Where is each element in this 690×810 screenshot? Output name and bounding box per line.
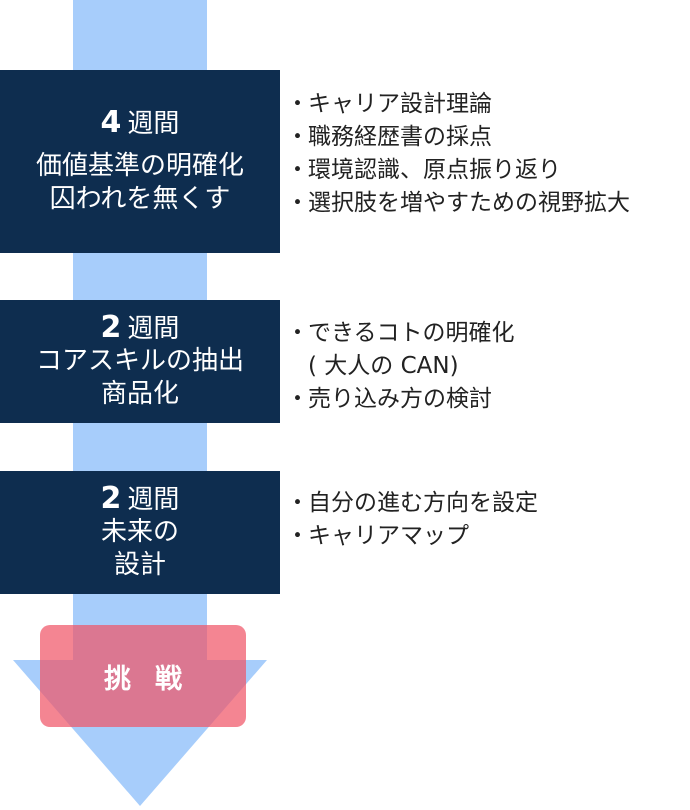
stage-3-duration-unit: 週間 (127, 485, 180, 515)
bullet-item: ・自分の進む方向を設定 (286, 490, 538, 516)
stage-1-box: 4 週間 価値基準の明確化 囚われを無くす (0, 70, 280, 253)
bullet-item: ・選択肢を増やすための視野拡大 (286, 190, 630, 216)
stage-1-title: 価値基準の明確化 囚われを無くす (35, 151, 244, 214)
stage-2-box: 2 週間 コアスキルの抽出 商品化 (0, 300, 280, 423)
stage-2-title: コアスキルの抽出 商品化 (35, 346, 244, 409)
stage-3-box: 2 週間 未来の 設計 (0, 471, 280, 594)
bullet-item: ・できるコトの明確化 (286, 320, 515, 346)
stage-1-duration-unit: 週間 (127, 109, 180, 139)
challenge-box: 挑戦 (40, 625, 246, 727)
stage-2-duration-unit: 週間 (127, 314, 180, 344)
stage-3-bullet-list: ・自分の進む方向を設定 ・キャリアマップ (286, 487, 690, 553)
bullet-item: ・売り込み方の検討 (286, 386, 492, 412)
bullet-item: ・キャリアマップ (286, 523, 469, 549)
bullet-item: ・環境認識、原点振り返り (286, 157, 561, 183)
stage-2-duration-number: 2 (100, 310, 122, 345)
stage-1-bullet-list: ・キャリア設計理論 ・職務経歴書の採点 ・環境認識、原点振り返り ・選択肢を増や… (286, 88, 690, 220)
stage-3-duration: 2 週間 (101, 483, 180, 516)
stage-3-duration-number: 2 (100, 481, 122, 516)
bullet-item-continuation: ( 大人の CAN) (308, 353, 459, 379)
stage-1-duration: 4 週間 (101, 107, 180, 140)
stage-2-duration: 2 週間 (101, 312, 180, 345)
bullet-item: ・キャリア設計理論 (286, 91, 492, 117)
stage-3-title: 未来の 設計 (100, 517, 179, 580)
stage-1-duration-number: 4 (100, 105, 122, 140)
bullet-item: ・職務経歴書の採点 (286, 124, 492, 150)
stage-2-bullet-list: ・できるコトの明確化 ( 大人の CAN) ・売り込み方の検討 (286, 317, 690, 416)
